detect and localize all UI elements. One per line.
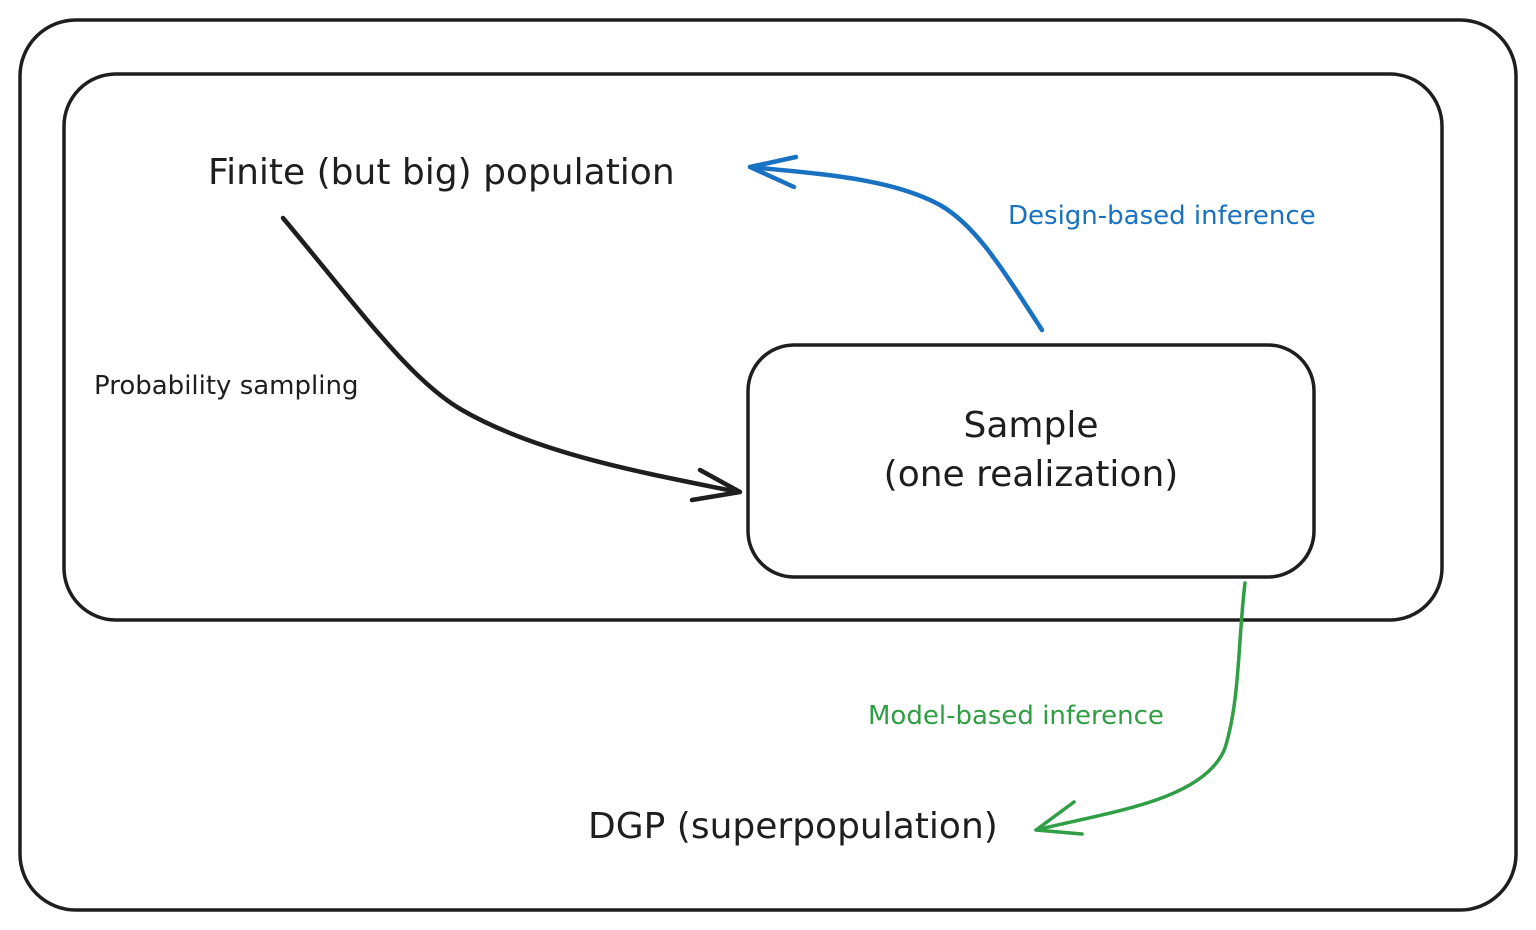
sampling-arrow	[280, 215, 741, 495]
design-inference-arrow	[747, 164, 1045, 333]
population-frame	[62, 72, 1444, 622]
sample-title: Sample	[963, 405, 1099, 446]
sampling-arrowhead	[689, 467, 743, 503]
design-based-inference-label: Design-based inference	[1008, 201, 1316, 231]
probability-sampling-label: Probability sampling	[94, 371, 359, 401]
dgp-superpopulation-label: DGP (superpopulation)	[588, 806, 998, 847]
model-based-inference-label: Model-based inference	[868, 701, 1164, 731]
design-inference-arrowhead	[747, 154, 799, 190]
sample-box	[746, 343, 1316, 579]
model-inference-arrow	[1034, 581, 1247, 832]
model-inference-arrowhead	[1034, 800, 1084, 836]
superpopulation-frame	[18, 18, 1518, 912]
sample-subtitle: (one realization)	[883, 453, 1179, 495]
finite-population-label: Finite (but big) population	[208, 152, 675, 193]
sample-box-text: Sample (one realization)	[748, 402, 1314, 499]
